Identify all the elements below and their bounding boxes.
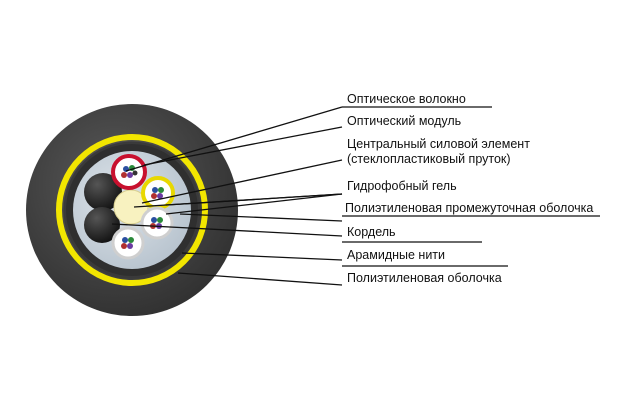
leader-optical-fiber bbox=[125, 106, 343, 172]
optical-module-yellow bbox=[141, 176, 175, 210]
central-strength-member bbox=[113, 189, 149, 225]
label-central-strength-line1: Центральный силовой элемент bbox=[347, 137, 530, 151]
label-optical-fiber: Оптическое волокно bbox=[347, 92, 466, 106]
leader-central-strength bbox=[141, 159, 343, 204]
leader-pe-outer bbox=[177, 272, 343, 286]
label-pe-outer-sheath: Полиэтиленовая оболочка bbox=[347, 271, 502, 285]
cordel-top bbox=[84, 173, 122, 211]
leader-aramid bbox=[181, 252, 343, 261]
cordel-bottom bbox=[84, 207, 120, 243]
label-aramid-yarn: Арамидные нити bbox=[347, 248, 445, 262]
optical-module-white-right bbox=[140, 206, 174, 240]
fiber-bundle-icon bbox=[121, 237, 134, 249]
leader-optical-module bbox=[143, 126, 343, 166]
label-hydrophobic-gel: Гидрофобный гель bbox=[347, 179, 457, 193]
leader-gel-3 bbox=[165, 193, 343, 215]
leader-cordel bbox=[111, 223, 343, 237]
leader-pe-intermediate bbox=[179, 213, 343, 222]
label-optical-module: Оптический модуль bbox=[347, 114, 461, 128]
label-cordel: Кордель bbox=[347, 225, 396, 239]
optical-module-red bbox=[111, 154, 147, 190]
fiber-bundle-icon bbox=[150, 217, 163, 229]
labels: Оптическое волокно Оптический модуль Цен… bbox=[345, 92, 593, 285]
label-pe-intermediate-sheath: Полиэтиленовая промежуточная оболочка bbox=[345, 201, 593, 215]
fiber-bundle-icon bbox=[151, 187, 164, 199]
leader-lines bbox=[111, 106, 600, 286]
leader-gel-2 bbox=[165, 193, 343, 206]
optical-module-white-bottom bbox=[111, 226, 145, 260]
label-central-strength-line2: (стеклопластиковый пруток) bbox=[347, 152, 511, 166]
